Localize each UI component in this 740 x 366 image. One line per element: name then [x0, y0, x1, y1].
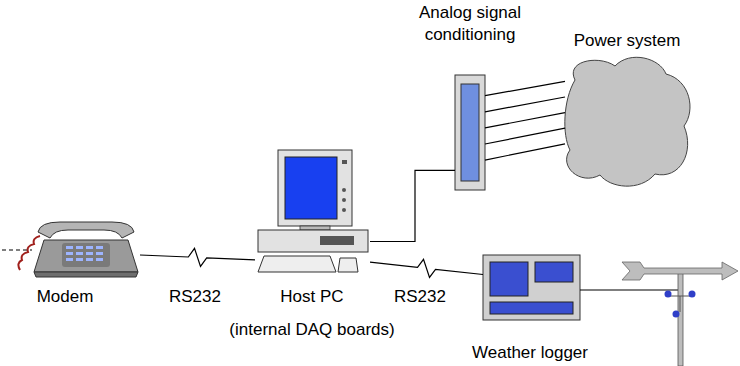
node-label: Power system	[574, 30, 681, 52]
power-system-node: Power system	[565, 58, 692, 188]
computer-icon	[258, 150, 368, 272]
host-pc-node: Host PC(internal DAQ boards)	[255, 150, 370, 272]
telephone-icon	[34, 222, 138, 277]
serial-link	[140, 248, 255, 266]
node-label: Host PC	[280, 286, 343, 308]
node-label: Modem	[37, 286, 94, 308]
connector-line	[370, 170, 455, 241]
weather-logger-node: Weather logger	[483, 255, 580, 320]
connector-line	[485, 81, 565, 95]
conditioning-rack	[455, 75, 485, 190]
connector-line	[485, 113, 565, 128]
serial-link	[370, 259, 483, 277]
signal-wire	[485, 81, 565, 160]
node-label: Weather logger	[472, 342, 588, 364]
signal-wire	[370, 170, 455, 241]
connector-line	[370, 259, 483, 277]
power-system-cloud	[565, 57, 690, 186]
sensor-wire	[580, 289, 680, 290]
link-label: RS232	[392, 286, 448, 308]
weather-mast	[622, 262, 738, 366]
connector-line	[140, 248, 255, 266]
logger-box	[483, 255, 580, 320]
node-label: Analog signal conditioning	[408, 2, 532, 46]
node-label: (internal DAQ boards)	[229, 319, 394, 341]
connector-line	[485, 128, 565, 144]
link-label: RS232	[167, 286, 223, 308]
connector-line	[485, 97, 565, 112]
conditioning-node: Analog signal conditioning	[455, 75, 485, 190]
connector-line	[485, 144, 565, 160]
modem-node: Modem	[30, 222, 140, 277]
